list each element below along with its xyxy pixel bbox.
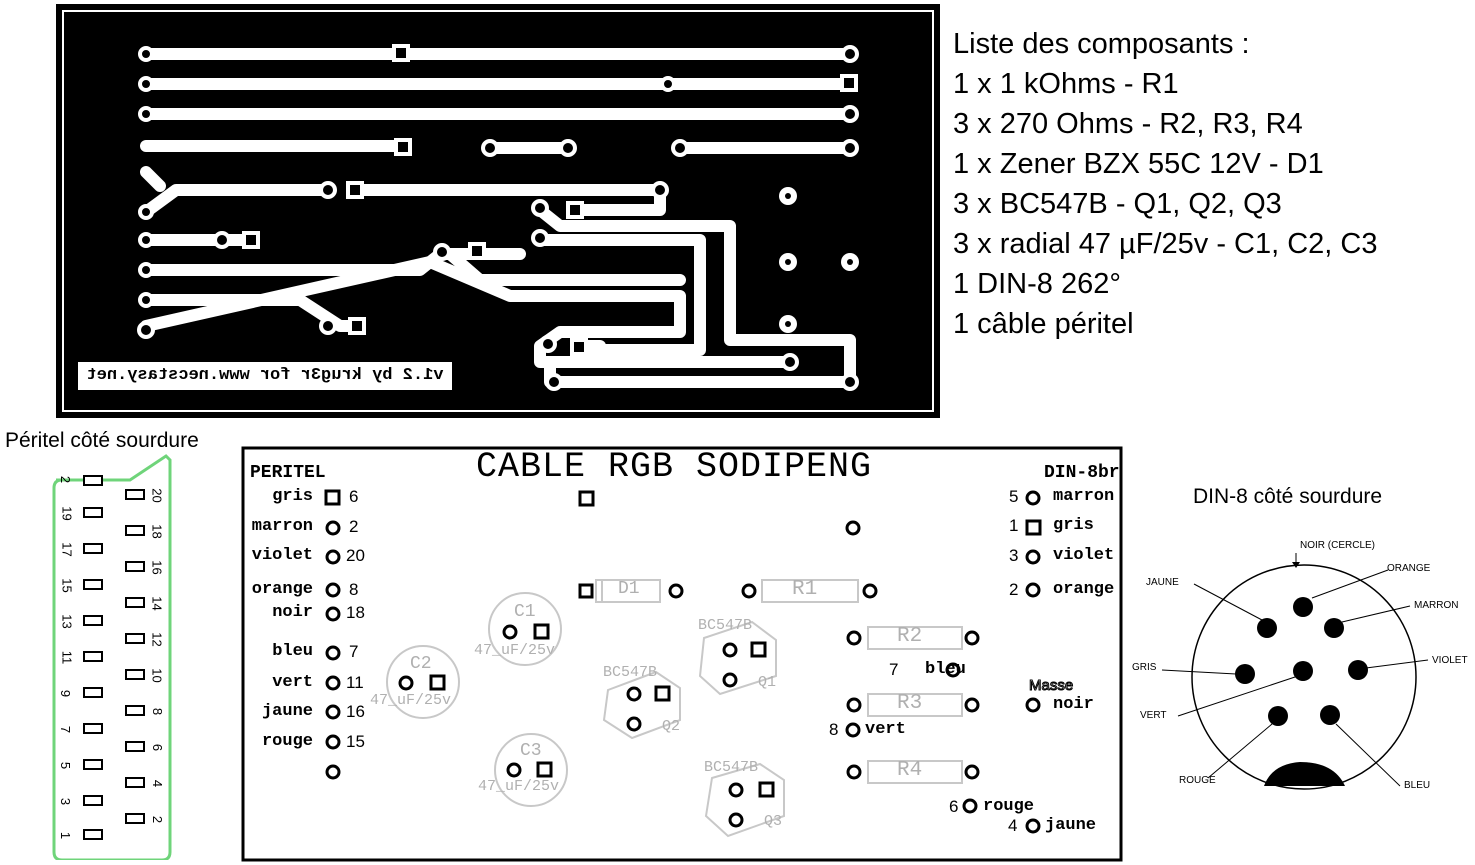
wire-pin-number: 16 — [346, 702, 365, 721]
peritel-connector — [52, 454, 172, 860]
din8-label-noir: NOIR (CERCLE) — [1300, 540, 1376, 551]
din-pin-number: 5 — [1009, 487, 1019, 506]
cap-value-c1: 47_uF/25v — [474, 642, 556, 659]
part-label-r2: R2 — [897, 625, 923, 648]
wire-color-label: jaune — [261, 702, 313, 721]
wire-pin-number: 8 — [349, 580, 359, 599]
component-item: 3 x 270 Ohms - R2, R3, R4 — [953, 108, 1303, 140]
output-color-label: jaune — [1045, 816, 1097, 835]
din-color-label: violet — [1053, 546, 1115, 565]
component-item: 1 x 1 kOhms - R1 — [953, 68, 1179, 100]
wire-pin-number: 7 — [349, 642, 359, 661]
component-item: 1 câble péritel — [953, 308, 1134, 340]
wire-pin-number: 2 — [349, 517, 359, 536]
din-color-label: orange — [1053, 580, 1115, 599]
transistor-label: BC547B — [704, 759, 759, 776]
wire-color-label: gris — [272, 487, 313, 506]
din8-label-marron: MARRON — [1414, 600, 1459, 611]
part-label-d1: D1 — [618, 579, 640, 599]
output-color-label: rouge — [983, 797, 1035, 816]
wire-color-label: marron — [251, 517, 313, 536]
din8-label-bleu: BLEU — [1404, 780, 1431, 791]
din8-label-rouge: ROUGE — [1179, 775, 1216, 786]
wire-color-label: violet — [251, 546, 313, 565]
output-pin-number: 6 — [949, 797, 959, 816]
part-label-c3: C3 — [520, 741, 542, 761]
output-pin-number: 7 — [889, 660, 899, 679]
part-label-c2: C2 — [410, 654, 432, 674]
din8-label-vert: VERT — [1140, 710, 1167, 721]
wire-color-label: bleu — [272, 642, 313, 661]
transistor-label: BC547B — [698, 617, 753, 634]
peritel-header: PERITEL — [250, 463, 326, 483]
wire-color-label: vert — [272, 673, 313, 692]
output-pin-number: 4 — [1008, 816, 1018, 835]
din-caption: DIN-8 côté sourdure — [1193, 485, 1383, 508]
wire-pin-number: 15 — [346, 732, 365, 751]
din-pin-number: 2 — [1009, 580, 1019, 599]
din8-label-gris: GRIS — [1132, 662, 1157, 673]
din8-label-orange: ORANGE — [1387, 563, 1431, 574]
part-label-r3: R3 — [897, 692, 923, 715]
output-color-label: bleu — [925, 660, 966, 679]
component-item: 3 x BC547B - Q1, Q2, Q3 — [953, 188, 1282, 220]
din-color-label: marron — [1053, 487, 1115, 506]
component-item: 1 x Zener BZX 55C 12V - D1 — [953, 148, 1324, 180]
masse-label: Masse — [1028, 677, 1074, 695]
wire-color-label: rouge — [261, 732, 313, 751]
part-label-r1: R1 — [792, 578, 818, 601]
transistor-label: BC547B — [603, 664, 658, 681]
component-item: 1 DIN-8 262° — [953, 268, 1121, 300]
part-label-c1: C1 — [514, 602, 536, 622]
wire-pin-number: 11 — [346, 673, 364, 692]
output-color-label: vert — [865, 720, 906, 739]
din8-label-violet: VIOLET — [1432, 655, 1468, 666]
part-label-r4: R4 — [897, 759, 923, 782]
din-color-label: gris — [1053, 516, 1094, 535]
wire-color-label: noir — [272, 603, 313, 622]
cap-value-c2: 47_uF/25v — [370, 692, 452, 709]
wire-color-label: orange — [251, 580, 313, 599]
din-pin-number: 3 — [1009, 546, 1019, 565]
component-list-title: Liste des composants : — [953, 28, 1250, 60]
part-label-q3: Q3 — [764, 813, 783, 830]
component-item: 3 x radial 47 µF/25v - C1, C2, C3 — [953, 228, 1378, 260]
cap-value-c3: 47_uF/25v — [478, 778, 560, 795]
din-pin-number: 1 — [1009, 516, 1019, 535]
wire-pin-number: 18 — [346, 603, 365, 622]
part-label-q1: Q1 — [758, 674, 777, 691]
wire-pin-number: 6 — [349, 487, 359, 506]
output-pin-number: 8 — [829, 720, 839, 739]
masse-color-label: noir — [1053, 695, 1094, 714]
peritel-caption: Péritel côté sourdure — [5, 429, 199, 452]
din-header: DIN-8br — [1044, 463, 1120, 483]
placement-title: CABLE RGB SODIPENG — [476, 447, 873, 487]
din8-label-jaune: JAUNE — [1146, 577, 1179, 588]
part-label-q2: Q2 — [662, 718, 681, 735]
wire-pin-number: 20 — [346, 546, 365, 565]
